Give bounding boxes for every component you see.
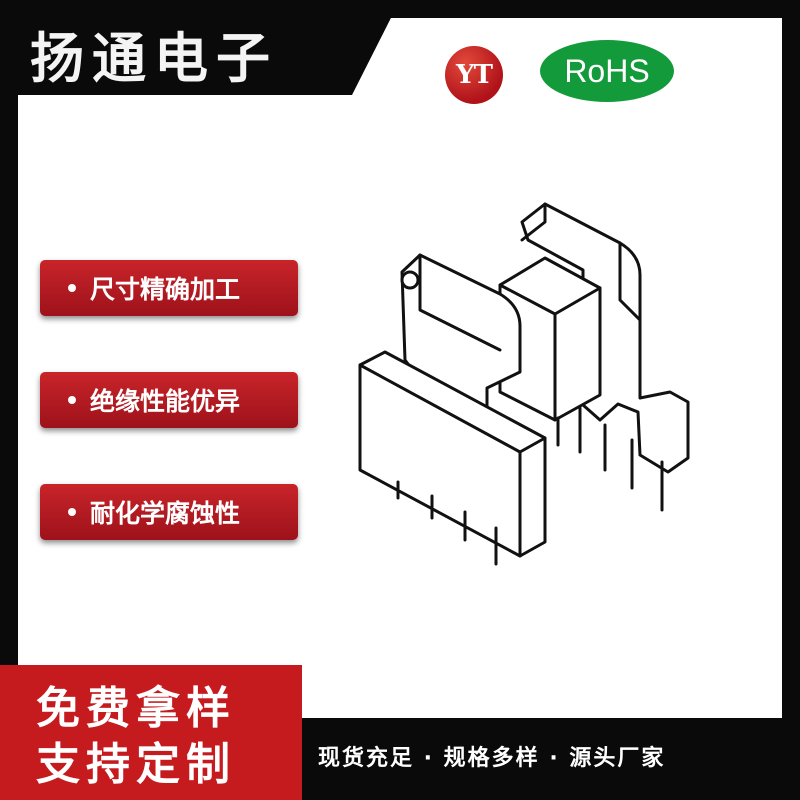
promo-line-customization: 支持定制 xyxy=(36,739,236,790)
rohs-badge: RoHS xyxy=(540,40,674,102)
rohs-badge-text: RoHS xyxy=(564,52,650,89)
feature-label: 绝缘性能优异 xyxy=(90,387,241,416)
bullet-icon xyxy=(68,508,76,516)
feature-badge-chemical: 耐化学腐蚀性 xyxy=(40,484,298,540)
promo-panel xyxy=(0,665,302,800)
right-frame xyxy=(782,0,800,800)
feature-label: 耐化学腐蚀性 xyxy=(90,499,241,528)
title-banner xyxy=(0,0,400,95)
bullet-icon xyxy=(68,396,76,404)
yt-logo-text: YT xyxy=(456,60,493,90)
bullet-icon xyxy=(68,284,76,292)
brand-title: 扬通电子 xyxy=(30,27,278,90)
yt-logo-icon: YT xyxy=(445,46,503,104)
footer-tagline: 现货充足 · 规格多样 · 源头厂家 xyxy=(318,746,666,771)
left-frame xyxy=(0,0,18,800)
feature-label: 尺寸精确加工 xyxy=(90,275,241,304)
feature-badge-precision: 尺寸精确加工 xyxy=(40,260,298,316)
promo-line-free-sample: 免费拿样 xyxy=(36,683,236,734)
feature-badge-insulation: 绝缘性能优异 xyxy=(40,372,298,428)
